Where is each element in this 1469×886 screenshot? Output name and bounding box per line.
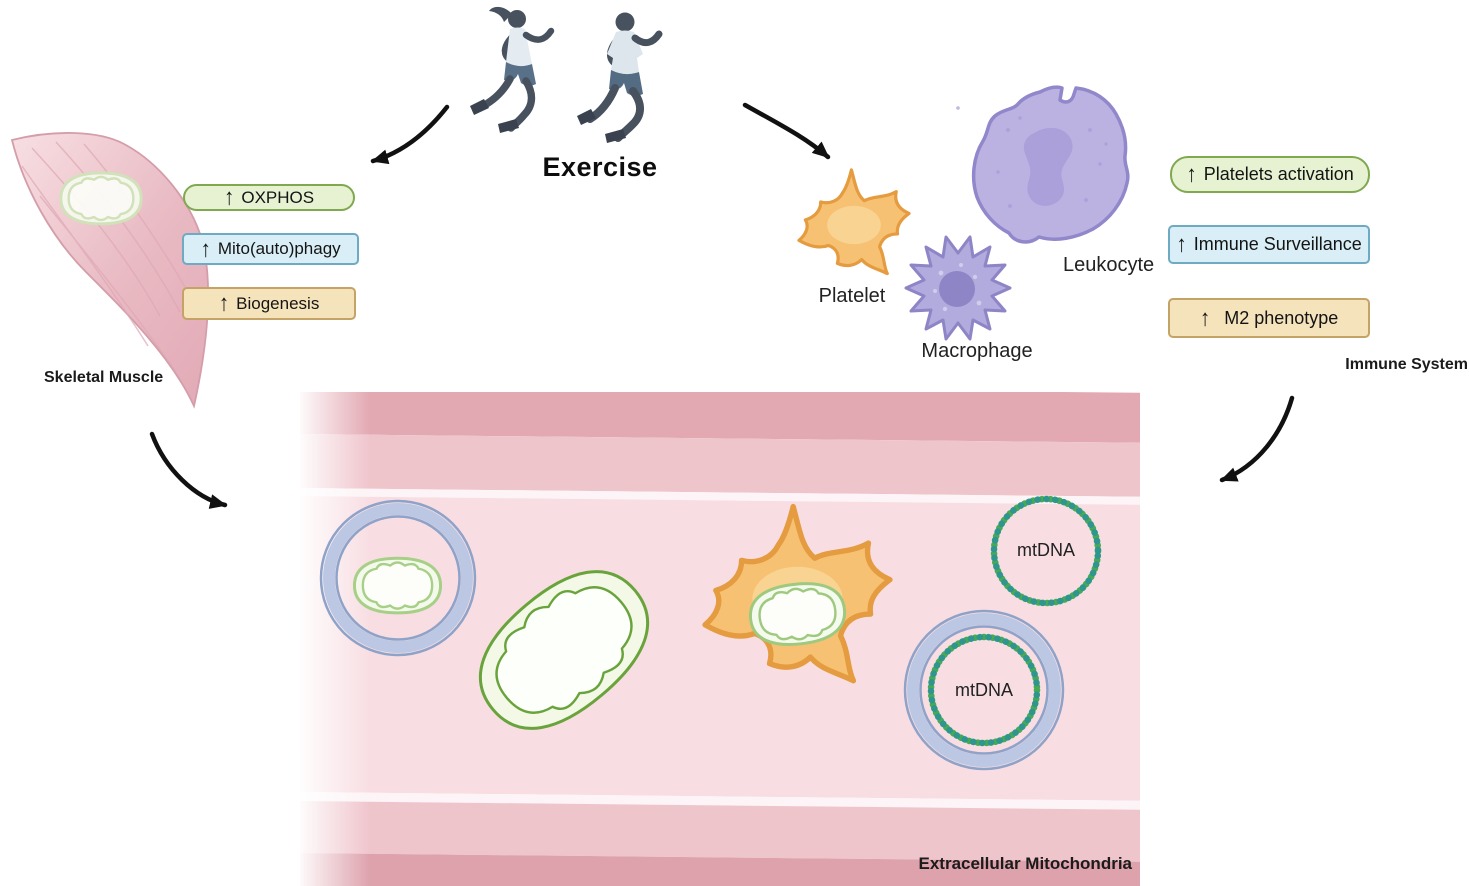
up-arrow-icon: ↑	[200, 236, 211, 262]
badge-oxphos: ↑ OXPHOS	[183, 184, 355, 211]
mtdna-free-ring-icon	[990, 495, 1102, 607]
arrow-immune-to-vessel-icon	[1219, 395, 1295, 483]
mtdna-free-label: mtDNA	[1017, 540, 1075, 560]
badge-m2-phenotype: ↑ M2 phenotype	[1168, 298, 1370, 338]
exercise-title: Exercise	[542, 152, 658, 182]
badge-immune-surveillance: ↑ Immune Surveillance	[1168, 225, 1370, 264]
badge-platelets-activation: ↑ Platelets activation	[1170, 156, 1370, 193]
male-runner	[577, 12, 663, 143]
badge-label: OXPHOS	[241, 187, 315, 207]
badge-label: M2 phenotype	[1224, 307, 1339, 328]
badge-biogenesis: ↑ Biogenesis	[182, 287, 356, 320]
free-mitochondrion-illustration	[432, 520, 697, 782]
macrophage-illustration	[904, 235, 1012, 341]
muscle-mitochondrion-icon	[59, 171, 143, 226]
vesicle-with-mtdna-illustration	[903, 609, 1065, 771]
vesicle-with-mitochondrion-illustration	[319, 499, 477, 657]
skeletal-muscle-caption: Skeletal Muscle	[44, 369, 164, 386]
badge-label: Immune Surveillance	[1193, 234, 1362, 254]
skeletal-muscle-illustration	[10, 132, 209, 409]
runners-illustration	[470, 6, 663, 143]
leukocyte-illustration	[956, 85, 1130, 244]
macrophage-label: Macrophage	[921, 340, 1033, 362]
arrow-exercise-to-muscle-icon	[370, 104, 450, 165]
leukocyte-label: Leukocyte	[1063, 254, 1155, 276]
mtdna-vesicle-label: mtDNA	[955, 680, 1013, 700]
up-arrow-icon: ↑	[218, 290, 230, 317]
platelet-label: Platelet	[818, 285, 886, 307]
immune-system-caption: Immune System	[1345, 356, 1468, 373]
badge-label: Platelets activation	[1203, 164, 1354, 184]
vesicle-mitochondrion-icon	[352, 556, 443, 615]
badge-label: Mito(auto)phagy	[217, 239, 341, 258]
up-arrow-icon: ↑	[223, 184, 235, 211]
up-arrow-icon: ↑	[1176, 231, 1187, 258]
extracellular-mitochondria-caption: Extracellular Mitochondria	[918, 854, 1133, 873]
platelet-with-mitochondrion-illustration	[690, 500, 905, 683]
platelet-illustration	[797, 168, 911, 276]
badge-label: Biogenesis	[236, 293, 320, 313]
blood-vessel: mtDNA mtDNA Extracellular Mitochondria	[300, 392, 1140, 886]
arrow-muscle-to-vessel-icon	[149, 431, 228, 509]
badge-mitophagy: ↑ Mito(auto)phagy	[182, 233, 359, 265]
female-runner	[470, 6, 555, 133]
up-arrow-icon: ↑	[1199, 305, 1211, 331]
up-arrow-icon: ↑	[1186, 161, 1197, 188]
arrow-exercise-to-immune-icon	[742, 102, 831, 160]
